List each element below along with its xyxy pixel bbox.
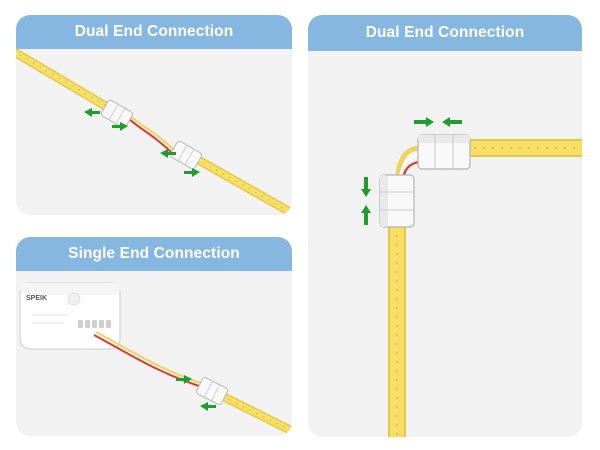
panel-single-end: Single End Connection SPEIK bbox=[16, 237, 292, 436]
panel-dual-end-right: Dual End Connection bbox=[308, 15, 582, 437]
led-strip bbox=[207, 386, 292, 436]
corner-connection-illustration bbox=[361, 117, 582, 437]
dual-end-illustration bbox=[16, 48, 292, 215]
arrow-icon bbox=[84, 108, 200, 177]
connector-icon bbox=[100, 99, 134, 129]
panel-title: Single End Connection bbox=[16, 237, 292, 271]
connector-icon bbox=[195, 377, 229, 405]
panel-title: Dual End Connection bbox=[16, 15, 292, 49]
led-strip bbox=[181, 148, 292, 215]
controller-box: SPEIK bbox=[19, 282, 121, 350]
led-strip bbox=[468, 139, 582, 157]
arrow-icon bbox=[414, 117, 462, 127]
panel-dual-end-top: Dual End Connection bbox=[16, 15, 292, 215]
arrow-icon bbox=[176, 375, 216, 411]
connector-icon bbox=[417, 134, 471, 170]
connector-icon bbox=[169, 140, 203, 170]
led-strip bbox=[388, 227, 406, 437]
single-end-illustration: SPEIK bbox=[19, 282, 292, 436]
panel-title: Dual End Connection bbox=[308, 15, 582, 51]
connector-icon bbox=[379, 174, 415, 228]
arrow-icon bbox=[361, 177, 371, 225]
controller-brand: SPEIK bbox=[26, 295, 47, 302]
